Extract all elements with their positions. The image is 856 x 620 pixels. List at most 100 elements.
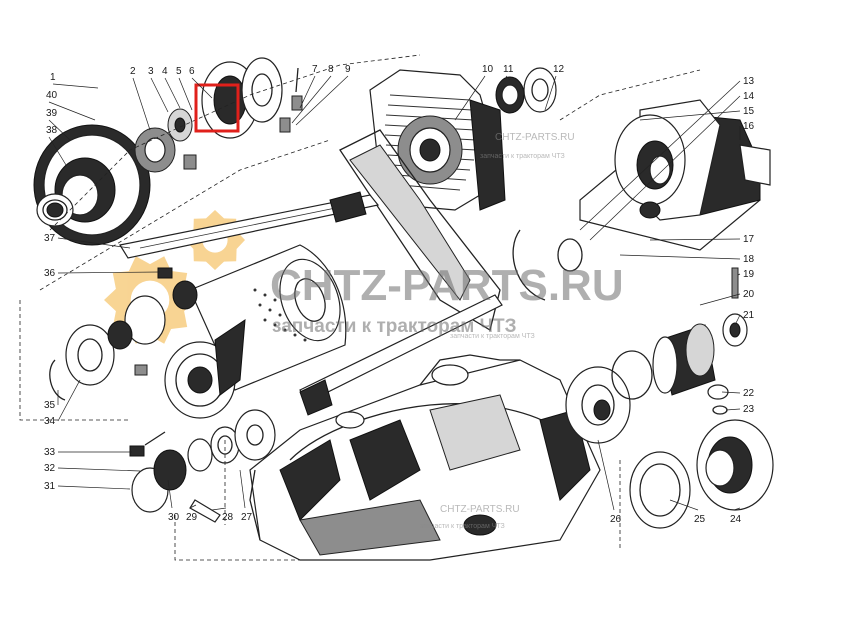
callout-leader bbox=[178, 77, 193, 111]
callout-number-26[interactable]: 26 bbox=[610, 514, 622, 525]
driven-gear-assembly bbox=[33, 124, 151, 246]
callout-number-35[interactable]: 35 bbox=[44, 400, 56, 411]
callout-number-30[interactable]: 30 bbox=[168, 512, 180, 523]
callout-leader bbox=[544, 75, 557, 111]
callout-number-37[interactable]: 37 bbox=[44, 233, 56, 244]
callout-number-21[interactable]: 21 bbox=[743, 310, 755, 321]
callout-leader bbox=[48, 119, 71, 141]
callout-number-5[interactable]: 5 bbox=[176, 66, 182, 77]
callout-leader bbox=[454, 75, 486, 121]
callout-number-6[interactable]: 6 bbox=[189, 66, 195, 77]
callout-number-39[interactable]: 39 bbox=[46, 108, 58, 119]
callout-leader bbox=[48, 136, 67, 166]
callout-number-4[interactable]: 4 bbox=[162, 66, 168, 77]
callout-leader bbox=[649, 238, 741, 241]
callout-number-7[interactable]: 7 bbox=[312, 64, 318, 75]
callout-number-31[interactable]: 31 bbox=[44, 481, 56, 492]
callout-leader bbox=[57, 271, 161, 274]
watermark-tagline-small-3: запчасти к тракторам ЧТЗ bbox=[450, 333, 535, 340]
watermark-brand: CHTZ-PARTS.RU bbox=[270, 261, 624, 310]
callout-leader bbox=[57, 379, 81, 422]
watermark-brand-small-2: CHTZ-PARTS.RU bbox=[440, 504, 520, 515]
watermark: CHTZ-PARTS.RU запчасти к тракторам ЧТЗ C… bbox=[270, 132, 624, 530]
callout-leader bbox=[189, 504, 197, 509]
callout-number-14[interactable]: 14 bbox=[743, 91, 755, 102]
drive-shaft bbox=[119, 191, 503, 416]
callout-leader bbox=[669, 499, 699, 511]
watermark-tagline: запчасти к тракторам ЧТЗ bbox=[272, 316, 517, 337]
callout-number-2[interactable]: 2 bbox=[130, 66, 136, 77]
final-drive-housing bbox=[339, 69, 506, 332]
callout-leader bbox=[191, 77, 213, 99]
callout-leader bbox=[721, 391, 741, 394]
hub-parts bbox=[134, 108, 197, 173]
callout-number-18[interactable]: 18 bbox=[743, 254, 755, 265]
callout-number-27[interactable]: 27 bbox=[241, 512, 253, 523]
callout-number-25[interactable]: 25 bbox=[694, 514, 706, 525]
bracket-assembly bbox=[579, 99, 771, 251]
callout-leader bbox=[57, 467, 141, 472]
callout-number-23[interactable]: 23 bbox=[743, 404, 755, 415]
callout-leader bbox=[734, 314, 741, 326]
callout-number-3[interactable]: 3 bbox=[148, 66, 154, 77]
callout-leader bbox=[299, 75, 316, 109]
callout-leader bbox=[211, 507, 227, 511]
left-lower-parts bbox=[49, 267, 276, 523]
callout-leader bbox=[619, 254, 741, 260]
callout-leader bbox=[52, 83, 99, 89]
callout-leader bbox=[48, 101, 96, 121]
watermark-tagline-small-2: запчасти к тракторам ЧТЗ bbox=[420, 523, 505, 530]
callout-number-10[interactable]: 10 bbox=[482, 64, 494, 75]
callout-leader bbox=[57, 485, 131, 490]
watermark-brand-small: CHTZ-PARTS.RU bbox=[495, 132, 575, 143]
callout-number-29[interactable]: 29 bbox=[186, 512, 198, 523]
callout-leader bbox=[164, 77, 181, 109]
callout-number-22[interactable]: 22 bbox=[743, 388, 755, 399]
callout-leader bbox=[725, 408, 741, 411]
flange-parts bbox=[201, 57, 303, 139]
callout-leader bbox=[589, 95, 741, 241]
callout-leader bbox=[132, 77, 151, 131]
callout-leader bbox=[597, 439, 615, 511]
callout-leader bbox=[291, 75, 332, 124]
callout-leader bbox=[733, 507, 741, 511]
callout-number-1[interactable]: 1 bbox=[50, 72, 56, 83]
callout-number-36[interactable]: 36 bbox=[44, 268, 56, 279]
callout-number-12[interactable]: 12 bbox=[553, 64, 565, 75]
callout-leader bbox=[699, 293, 741, 306]
callout-leader bbox=[579, 80, 741, 231]
callout-number-9[interactable]: 9 bbox=[345, 64, 351, 75]
callout-leader bbox=[239, 469, 246, 509]
watermark-tagline-small: запчасти к тракторам ЧТЗ bbox=[480, 153, 565, 160]
callout-number-20[interactable]: 20 bbox=[743, 289, 755, 300]
callout-leader bbox=[737, 273, 741, 276]
callout-number-8[interactable]: 8 bbox=[328, 64, 334, 75]
brake-drum bbox=[164, 244, 347, 419]
callout-number-40[interactable]: 40 bbox=[46, 90, 58, 101]
assembly-guide-lines bbox=[19, 54, 701, 561]
right-flange-parts bbox=[565, 267, 774, 529]
selected-part-highlight[interactable] bbox=[194, 83, 240, 133]
callout-leader bbox=[639, 110, 741, 121]
callout-number-17[interactable]: 17 bbox=[743, 234, 755, 245]
callout-leader bbox=[505, 75, 511, 81]
callout-leader bbox=[167, 479, 173, 509]
main-housing bbox=[249, 354, 601, 561]
callout-number-24[interactable]: 24 bbox=[730, 514, 742, 525]
callout-number-16[interactable]: 16 bbox=[743, 121, 755, 132]
callout-leader bbox=[57, 237, 131, 249]
callout-leader bbox=[295, 75, 349, 126]
callout-number-13[interactable]: 13 bbox=[743, 76, 755, 87]
callout-number-28[interactable]: 28 bbox=[222, 512, 234, 523]
callout-number-19[interactable]: 19 bbox=[743, 269, 755, 280]
callout-number-15[interactable]: 15 bbox=[743, 106, 755, 117]
callout-number-11[interactable]: 11 bbox=[503, 64, 514, 75]
callout-number-38[interactable]: 38 bbox=[46, 125, 58, 136]
callout-number-34[interactable]: 34 bbox=[44, 416, 56, 427]
callout-number-32[interactable]: 32 bbox=[44, 463, 56, 474]
callout-number-33[interactable]: 33 bbox=[44, 447, 56, 458]
callout-leader bbox=[150, 77, 169, 113]
